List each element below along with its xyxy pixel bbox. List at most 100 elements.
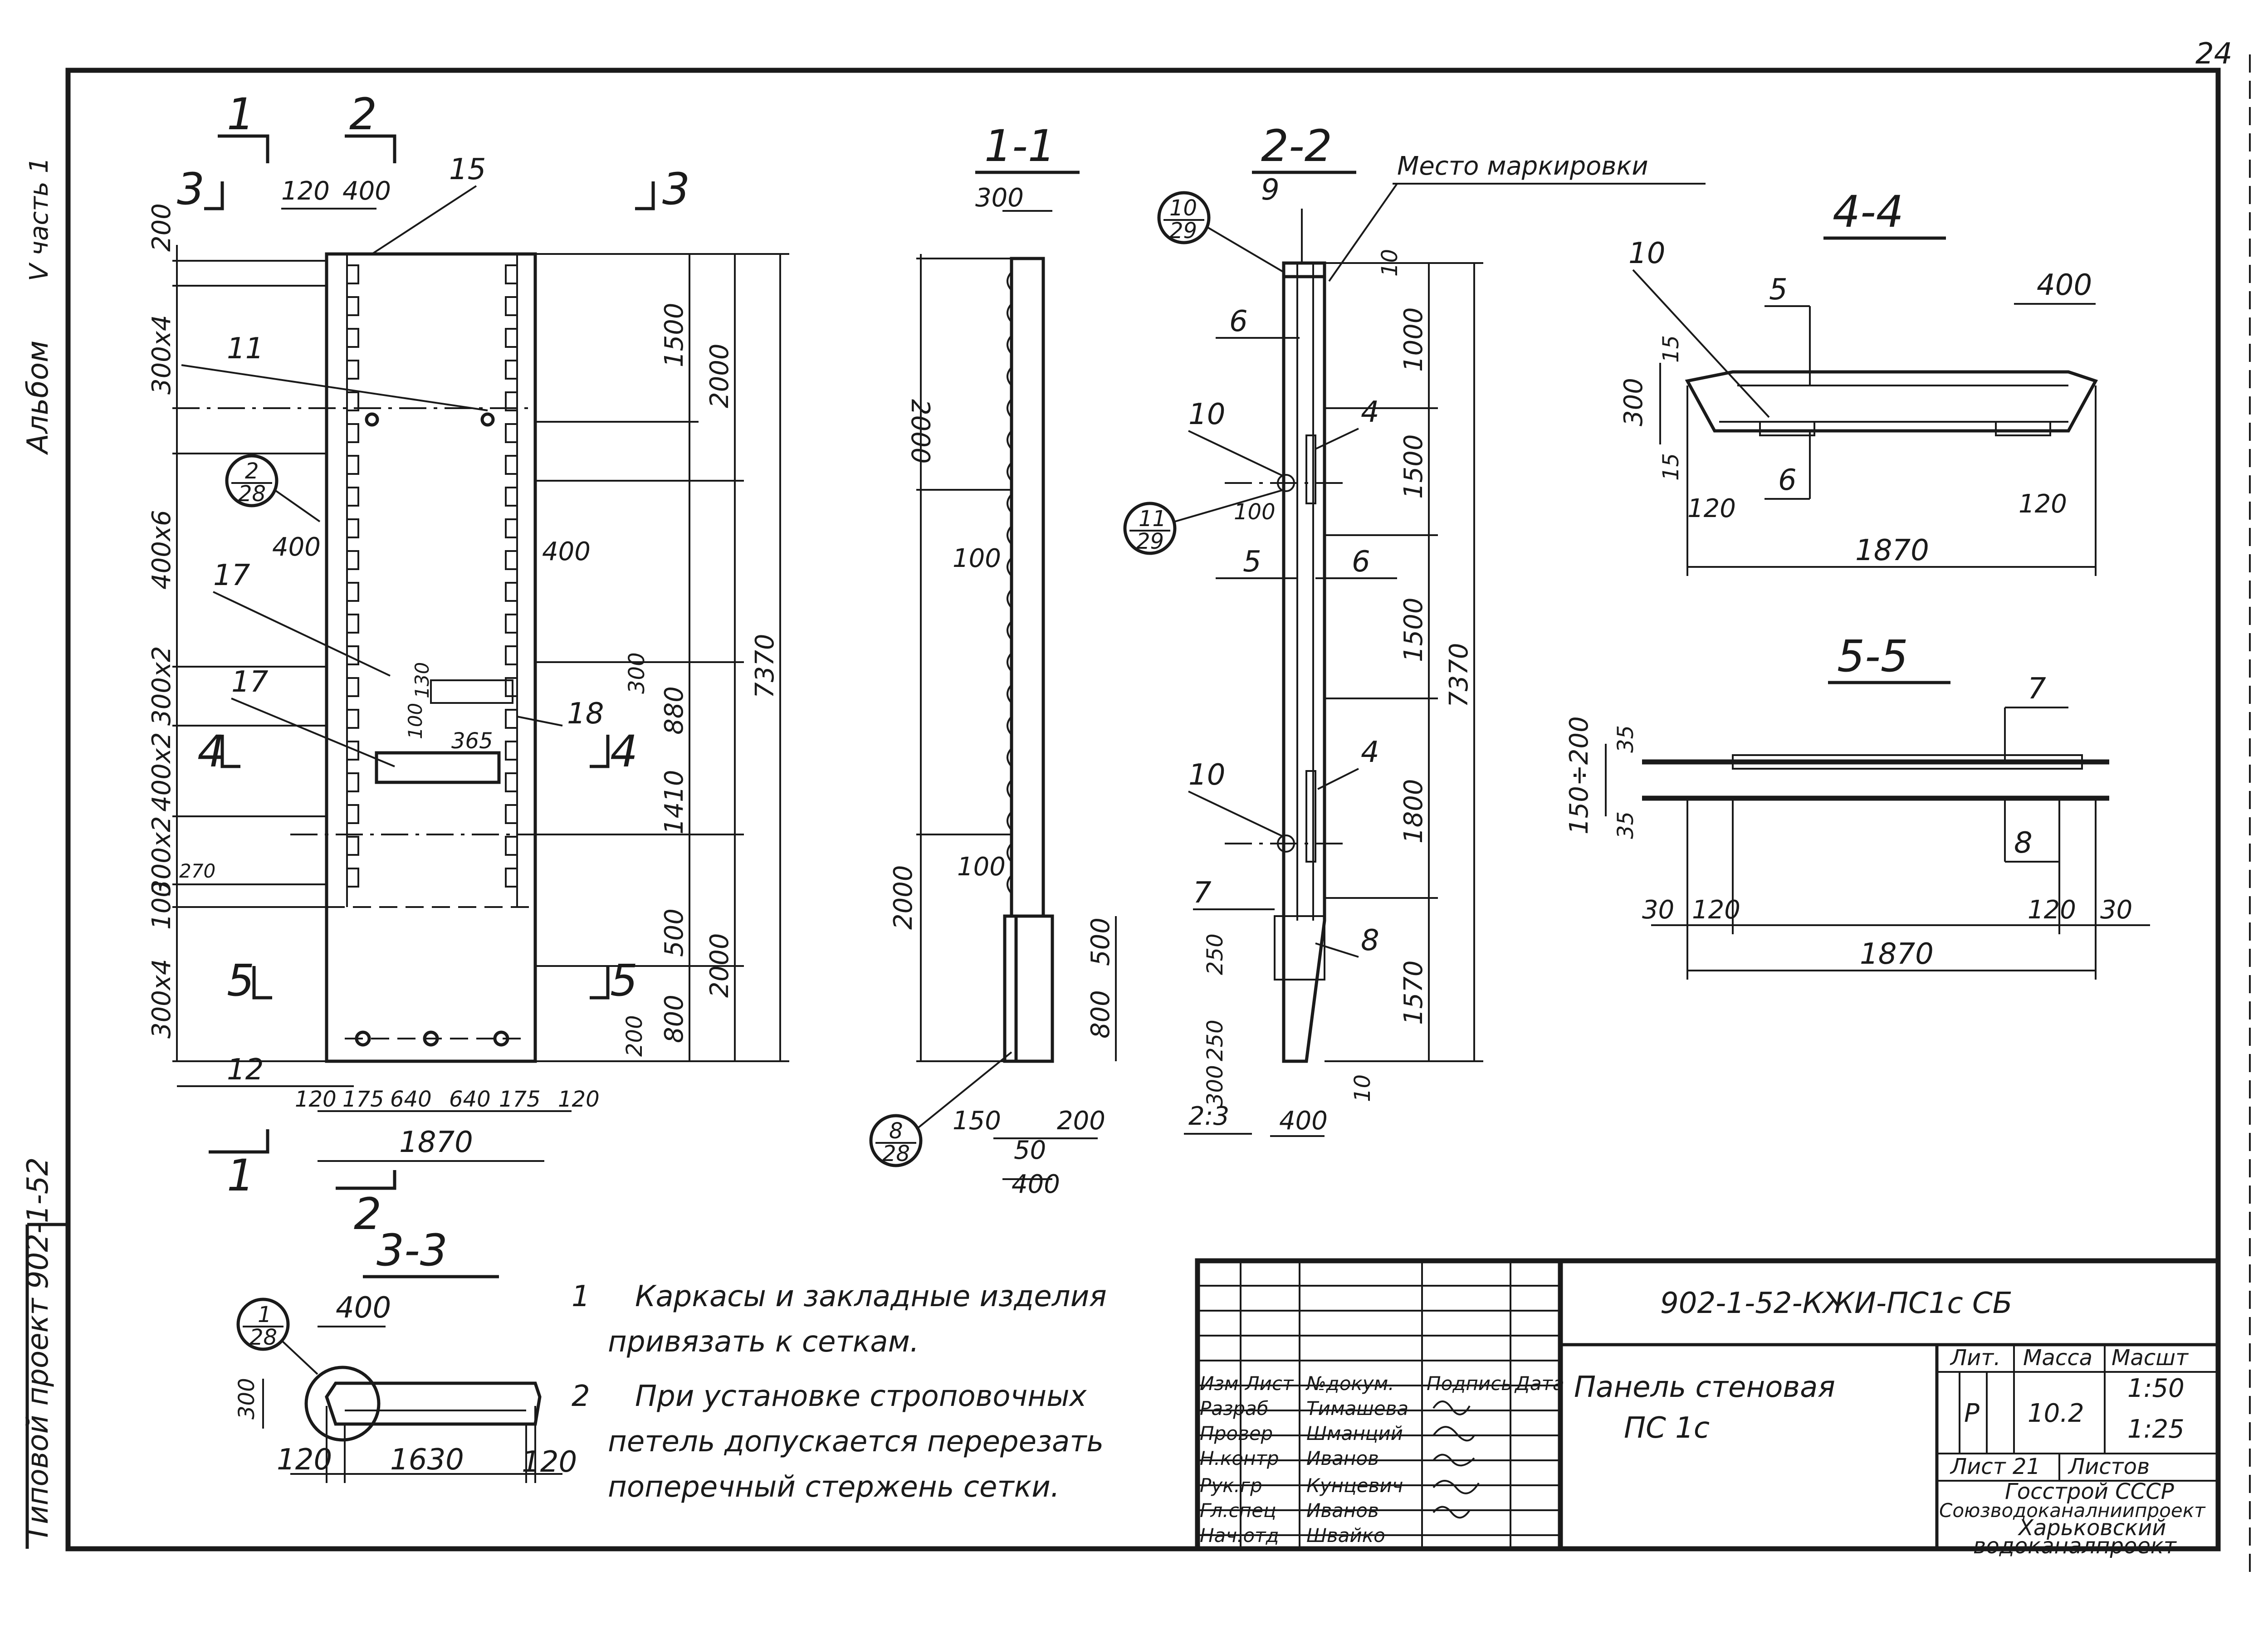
callout-1-28-circle	[236, 1298, 290, 1351]
notch-left	[347, 360, 359, 380]
callout-11-29-top: 11	[1139, 506, 1166, 532]
tb-name-0: Тимашева	[1306, 1397, 1408, 1420]
section-1-1: 1-1 300 2000 100 100 2000 500 800 150 20…	[889, 121, 1117, 1199]
s55-pos-7: 7	[2028, 672, 2046, 706]
section-5-5-title: 5-5	[1837, 631, 1908, 682]
cut-5-left-label: 5	[227, 955, 254, 1006]
s22-dim-250a: 250	[1202, 933, 1228, 975]
cut-1-bottom-label: 1	[227, 1150, 254, 1201]
s22-dim-100: 100	[1234, 499, 1276, 525]
s22-pos-10a-line	[1188, 430, 1284, 477]
notch-right	[505, 582, 517, 602]
tb-org-4: водоканалпроект	[1973, 1533, 2177, 1559]
s22-pos-8-line	[1315, 942, 1359, 958]
lifting-loop-2	[480, 412, 495, 427]
dim-b-175b: 175	[499, 1087, 541, 1112]
outer-frame	[65, 68, 2221, 1551]
tb-org-2: Союзводоканалниипроект	[1939, 1499, 2206, 1522]
cut-2-top-label: 2	[349, 89, 377, 140]
signature-2	[1432, 1426, 1475, 1442]
notch-left	[347, 550, 359, 570]
s55-dim-35b: 35	[1613, 811, 1638, 839]
callout-11-29-bottom: 29	[1136, 529, 1164, 554]
anchor-2	[423, 1030, 439, 1047]
tb-sheet-label: Лист 21	[1950, 1454, 2040, 1479]
tb-lit-value: Р	[1964, 1399, 1980, 1428]
callout-2-28-circle	[225, 454, 279, 507]
notch-right	[505, 677, 517, 697]
leader-17a	[213, 591, 391, 677]
dim-r-7370: 7370	[750, 634, 780, 698]
notch-right	[505, 550, 517, 570]
cut-4-left	[220, 735, 240, 768]
tb-col-sign: Подпись	[1427, 1372, 1512, 1395]
s22-dim-7370: 7370	[1444, 643, 1474, 707]
dim-300-in: 300	[624, 652, 650, 694]
s22-pos-9: 9	[1261, 173, 1280, 207]
s22-dim-1000: 1000	[1399, 307, 1428, 372]
tb-mass-header: Масса	[2023, 1345, 2092, 1371]
notch-left	[347, 328, 359, 348]
dim-left-1: 300х4	[147, 315, 176, 395]
dim-r-800: 800	[660, 995, 689, 1043]
s11-400: 400	[1012, 1170, 1060, 1199]
section-notch	[1007, 652, 1012, 672]
section-notch	[1007, 303, 1012, 323]
s44-pos-10-line	[1632, 269, 1770, 418]
s55-dim-150-200: 150÷200	[1564, 716, 1594, 834]
dim-r-2000b: 2000	[705, 933, 734, 998]
pos-15: 15	[449, 153, 486, 186]
elevation-positions: 11 17 17 18 12	[177, 332, 604, 1087]
s22-dim-400: 400	[1279, 1106, 1328, 1136]
notch-right	[505, 360, 517, 380]
tb-col-ndoc: №докум.	[1305, 1372, 1394, 1395]
marking-place-leader	[1328, 183, 1398, 282]
note-1-number: 1	[572, 1280, 590, 1313]
dim-100-in: 100	[404, 703, 426, 739]
cut-1-bottom	[209, 1129, 269, 1154]
elevation-bottom-dims: 120 175 640 640 175 120 1870	[295, 1087, 600, 1162]
s22-pos-4b-line	[1317, 768, 1359, 790]
tb-name-2: Иванов	[1306, 1447, 1379, 1469]
notch-left	[347, 455, 359, 475]
tb-role-1: Провер	[1200, 1422, 1273, 1444]
callout-10-29-circle	[1157, 191, 1211, 244]
section-notch	[1007, 747, 1012, 767]
cut-1-top	[218, 134, 269, 163]
callout-10-29-top: 10	[1169, 195, 1197, 221]
dim-left-6: 100	[147, 881, 176, 930]
notches-left	[347, 264, 359, 888]
notch-right	[505, 518, 517, 538]
pos-11: 11	[227, 332, 264, 366]
dim-left-7: 300х4	[147, 959, 176, 1039]
notch-right	[505, 391, 517, 411]
s22-dim-300: 300	[1202, 1065, 1228, 1107]
callout-1-28-top: 1	[258, 1302, 272, 1327]
s22-pos-4a-line	[1315, 428, 1359, 450]
notes: 1 Каркасы и закладные изделия привязать …	[572, 1280, 1107, 1504]
dim-r-880: 880	[660, 686, 689, 735]
section-notch	[1007, 271, 1012, 291]
section-2-2-title: 2-2	[1261, 121, 1332, 171]
tb-name-5: Швайко	[1306, 1524, 1385, 1547]
notch-right	[505, 709, 517, 729]
s44-dim-1870: 1870	[1855, 534, 1929, 567]
notch-right	[505, 772, 517, 792]
s44-embed-2	[1995, 421, 2051, 436]
elevation-top-dims: 120 400 15	[281, 153, 486, 255]
leader-11	[181, 364, 488, 411]
anchor-3	[493, 1030, 509, 1047]
cut-4-right	[590, 735, 610, 768]
callout-10-29-leader	[1206, 226, 1285, 273]
notch-left	[347, 391, 359, 411]
callout-1-28-leader	[280, 1339, 318, 1375]
cut-5-right	[590, 966, 610, 1000]
opening-upper	[430, 679, 513, 704]
notch-right	[505, 645, 517, 665]
cut-2-top	[345, 134, 396, 163]
side-project-caption: Типовой проект 902-1-52	[21, 1157, 55, 1542]
opening-lower	[375, 751, 501, 784]
pos-18: 18	[567, 697, 604, 731]
s44-dim-15b: 15	[1658, 453, 1684, 481]
note-2-line-2: петель допускается перерезать	[608, 1425, 1104, 1459]
